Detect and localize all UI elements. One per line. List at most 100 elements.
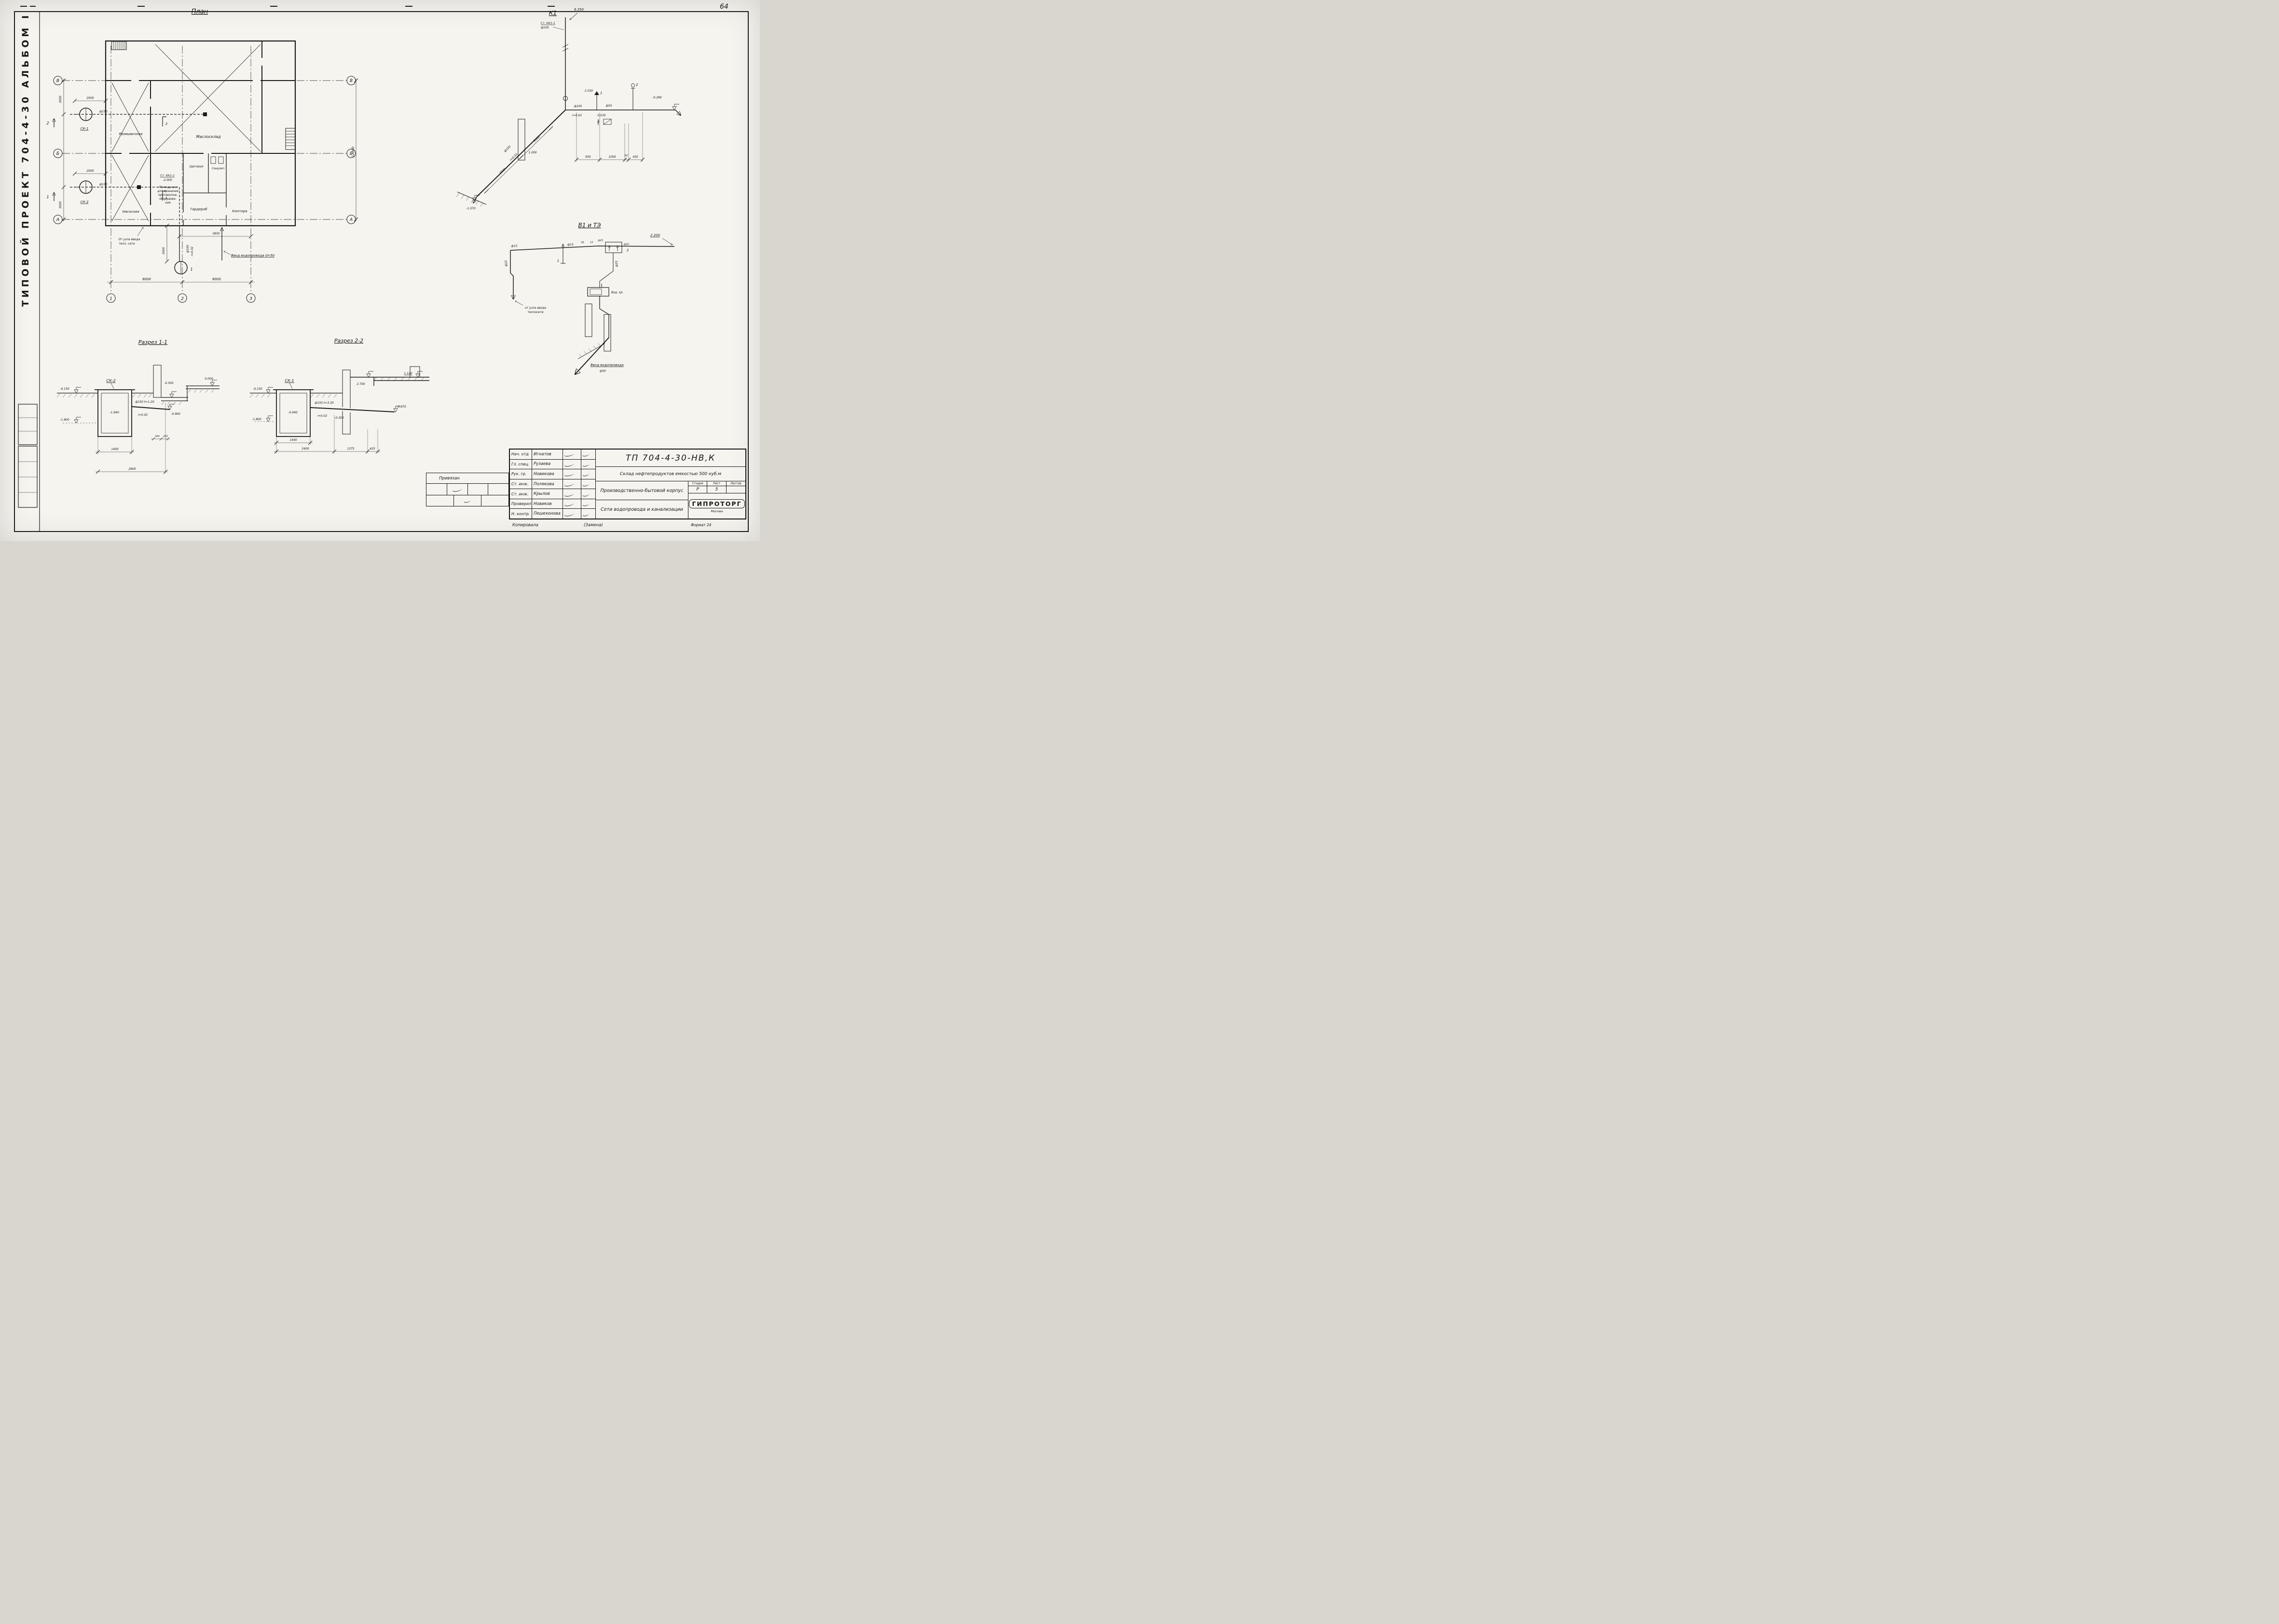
annotation-label: -0.300 — [334, 416, 344, 420]
room-label: Санузел — [212, 167, 224, 170]
annotation-label: i=0.02 — [191, 246, 194, 256]
annotation-label: 425 — [370, 447, 375, 450]
annotation-label: ф15 — [511, 245, 518, 248]
replacement-note: (Замена) — [584, 523, 603, 528]
level-mark — [393, 406, 400, 412]
annotation-label: 1375 — [347, 447, 354, 450]
sheet-frame — [14, 6, 749, 532]
annotation-label: -1.070 — [466, 207, 476, 210]
annotation-label: ф25 — [615, 260, 618, 267]
annotation-label: ф150 — [99, 183, 108, 186]
fixture-symbol — [594, 91, 599, 95]
annotation-label: Ввод водопровода d=50 — [231, 254, 275, 258]
doc-number: ТП 704-4-30-НВ,К — [596, 450, 745, 467]
k1-title: К1 — [549, 10, 557, 16]
annotation-label: -0.150 — [60, 387, 69, 391]
signature-role: Рук. гр. — [510, 469, 532, 479]
annotation-label: ф100 — [504, 145, 512, 153]
signature-date — [581, 509, 595, 519]
stage-label: Стадия — [688, 481, 708, 486]
water-main — [510, 246, 675, 251]
annotation-label: 2000 — [86, 169, 94, 173]
sheet-value: 5 — [707, 486, 727, 493]
axis-bubble — [346, 149, 356, 158]
attach-label: Привязан — [426, 473, 508, 484]
annotation-label: 300 — [155, 435, 160, 438]
annotation-label: оборудова- — [159, 197, 177, 201]
pipe — [131, 406, 170, 410]
annotation-label: ф15 — [598, 239, 603, 242]
annotation-label: 0.035 — [597, 114, 605, 117]
fixture-symbol — [631, 83, 635, 87]
annotation-label: 1.120 — [404, 372, 412, 375]
annotation-label: 450 — [632, 155, 638, 159]
annotation-label: ф50 — [606, 104, 612, 108]
level-mark — [366, 371, 373, 378]
section-mark-1: 1 — [165, 196, 167, 200]
axis-bubble — [178, 293, 187, 303]
water-inlet — [575, 337, 609, 374]
annotation-label: ния — [165, 201, 171, 205]
signature-scribble — [563, 469, 581, 479]
wall-hatch — [153, 365, 162, 398]
annotation-label: ф20 — [624, 243, 629, 246]
annotation-label: 3 — [597, 120, 599, 124]
annotation-label: 1400 — [111, 448, 118, 451]
sheet-title: Сети водопровода и канализации — [601, 506, 683, 512]
annotation-label: Вод. кр. — [611, 291, 623, 294]
signature-scribble — [563, 459, 581, 469]
annotation-label: 1000 — [608, 155, 616, 159]
annotation-label: СК-2 — [106, 379, 115, 383]
signature-date — [581, 499, 595, 509]
annotation-label: Ввод водопровода — [590, 363, 624, 367]
axis-1: 1 — [110, 297, 112, 301]
signature-date — [581, 469, 595, 479]
section-2-2-title: Разрез 2-2 — [334, 338, 363, 344]
annotation-label: 2800 — [128, 467, 136, 471]
annotation-label: ф150 — [99, 110, 108, 113]
level-mark — [472, 195, 480, 202]
annotation-label: -0.870 — [397, 405, 406, 409]
annotation-label: СК-1 — [285, 379, 294, 383]
annotation-label: 2.700 — [357, 382, 365, 386]
cleanout-symbol — [563, 96, 568, 101]
annotation-label: тепл. сети — [119, 242, 135, 246]
level-mark — [210, 380, 217, 386]
sewer-outfall — [476, 109, 566, 197]
attach-cell — [426, 495, 454, 506]
signature-row: Ст. инж.Крылов — [510, 489, 595, 499]
annotation-label: 65 — [625, 154, 628, 157]
axis-bubble — [53, 76, 63, 85]
level-mark — [672, 104, 679, 110]
signature-name: Рузаева — [532, 459, 563, 469]
side-title: ТИПОВОЙ ПРОЕКТ 704-4-30 АЛЬБОМ I — [20, 12, 31, 307]
sink-symbol — [587, 287, 609, 297]
annotation-label: 3000 — [162, 247, 165, 254]
signature-name: Полякова — [532, 479, 563, 489]
signature-scribble — [563, 489, 581, 499]
sheets-value — [727, 486, 745, 493]
pipe — [310, 407, 395, 412]
signature-name: Новиков — [532, 499, 563, 509]
wall-hatch — [342, 369, 351, 435]
annotation-label: Ст. КК1-1 — [541, 22, 555, 25]
annotation-label: -0.940 — [288, 411, 298, 414]
signature-role: Гл. спец. — [510, 459, 532, 469]
attach-cell — [426, 484, 447, 495]
annotation-label: 61 — [581, 241, 584, 244]
annotation-label: -1.940 — [110, 411, 119, 414]
axis-bubble — [53, 215, 63, 224]
margin-stamp-1 — [18, 404, 38, 445]
annotation-label: 1 — [600, 91, 602, 95]
attach-block: Привязан — [426, 473, 509, 506]
axis-3: 3 — [249, 297, 252, 301]
annotation-label: 13 — [590, 241, 593, 244]
signature-name: Крылов — [532, 489, 563, 499]
annotation-label: 3850 — [212, 232, 220, 235]
wc-fixture — [210, 156, 216, 164]
signature-date — [581, 489, 595, 499]
page-number: 64 — [720, 3, 728, 11]
